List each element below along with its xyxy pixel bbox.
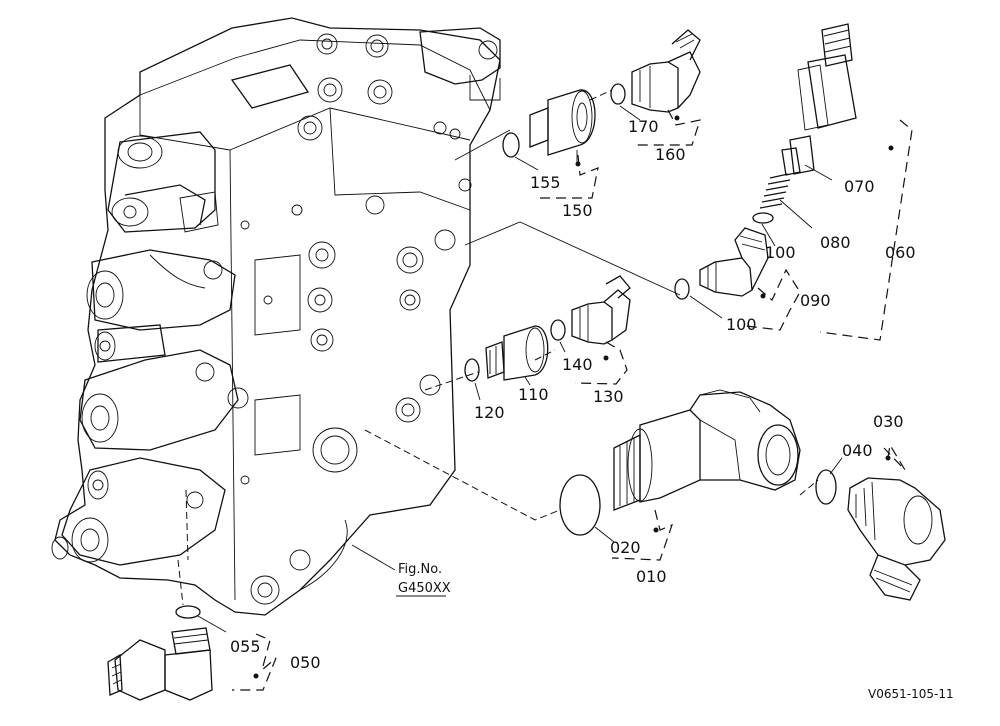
oring-100-lower	[674, 278, 690, 300]
oring-055	[175, 605, 201, 619]
figure-note: Fig.No. G450XX	[396, 562, 451, 597]
oring-155	[502, 132, 520, 158]
oring-100-upper	[752, 212, 774, 224]
callout-170: 170	[628, 117, 659, 136]
spool-cap-1	[86, 249, 236, 331]
solenoid-valve-upper	[107, 131, 219, 233]
elbow-fitting-090	[699, 227, 769, 297]
callout-010: 010	[636, 567, 667, 586]
elbow-010	[613, 389, 801, 511]
oring-140	[550, 319, 566, 341]
callout-160: 160	[655, 145, 686, 164]
oring-170	[610, 83, 626, 105]
elbow-fitting-030	[847, 477, 946, 601]
spool-cap-3	[79, 349, 249, 451]
drawing-reference-code: V0651-105-11	[868, 687, 954, 701]
leader-lines	[177, 89, 819, 606]
adapter-110	[485, 325, 549, 381]
callout-040: 040	[842, 441, 873, 460]
fig-note-number: G450XX	[398, 581, 451, 596]
callout-020: 020	[610, 538, 641, 557]
callout-030: 030	[873, 412, 904, 431]
adapter-150	[529, 89, 596, 156]
callout-leaders	[197, 105, 913, 691]
callout-055: 055	[230, 637, 261, 656]
callout-150: 150	[562, 201, 593, 220]
elbow-fitting-130	[571, 275, 631, 345]
callout-070: 070	[844, 177, 875, 196]
elbow-fitting-160	[631, 29, 701, 113]
oring-020	[559, 474, 601, 536]
callout-100-lower: 100	[726, 315, 757, 334]
spool-cap-2	[94, 324, 166, 363]
callout-120: 120	[474, 403, 505, 422]
callout-060: 060	[885, 243, 916, 262]
control-valve-body	[51, 17, 501, 616]
fig-note-label: Fig.No.	[398, 562, 442, 577]
poppet-070	[781, 135, 815, 176]
oring-040	[815, 469, 837, 505]
spool-cap-4	[51, 457, 226, 566]
reference-dots	[253, 115, 894, 679]
callout-100-upper: 100	[765, 243, 796, 262]
oring-120	[464, 358, 480, 382]
relief-body-060	[797, 23, 857, 131]
callout-090: 090	[800, 291, 831, 310]
callout-110: 110	[518, 385, 549, 404]
callout-130: 130	[593, 387, 624, 406]
callout-050: 050	[290, 653, 321, 672]
spring-080	[759, 173, 791, 209]
callout-155: 155	[530, 173, 561, 192]
callout-140: 140	[562, 355, 593, 374]
elbow-fitting-050	[107, 627, 213, 701]
callout-080: 080	[820, 233, 851, 252]
callout-labels: 155 150 170 160 070 080 060 100 090 100 …	[230, 117, 916, 672]
